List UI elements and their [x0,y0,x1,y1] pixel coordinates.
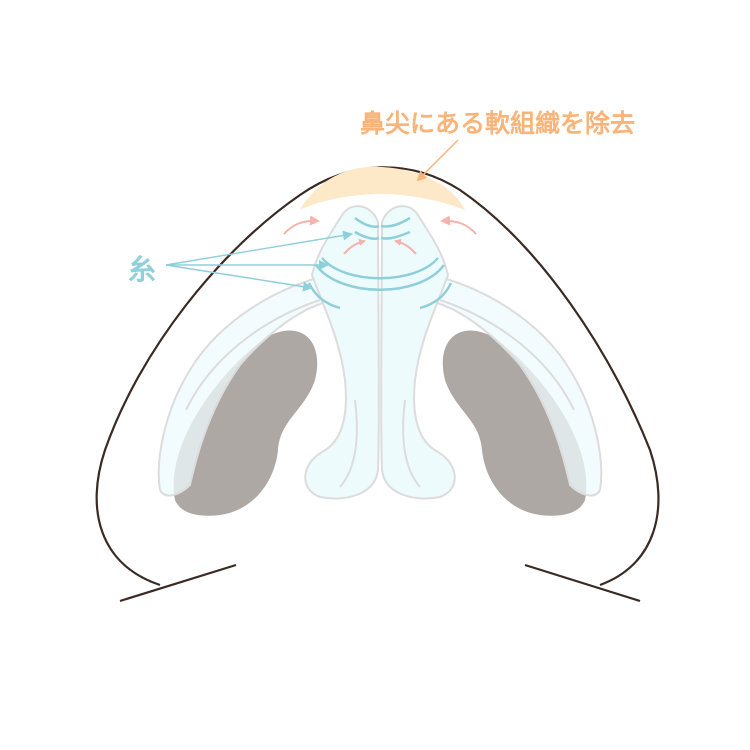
soft-tissue-removal-label: 鼻尖にある軟組織を除去 [360,109,636,138]
medial-crus-left [304,205,380,500]
medial-inner-line-right [402,399,421,488]
soft-tissue-area [300,166,465,210]
thread-label: 糸 [128,253,157,286]
alar-inner-line-left [185,299,321,411]
medial-inner-line-left [339,399,358,488]
medial-crus-right [380,205,456,500]
pull-arrows [283,215,477,255]
soft-tissue-arrow [416,139,459,182]
nostril-left [173,330,318,516]
nostril-right [442,330,587,516]
base-line-left [119,563,237,603]
base-line-right [524,563,641,603]
thread-pointer-arrows [165,230,353,292]
alar-inner-line-right [439,299,575,411]
